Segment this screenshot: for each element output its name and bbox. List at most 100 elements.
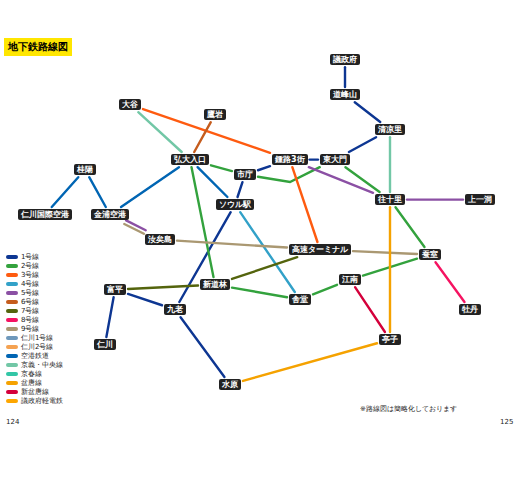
legend-row: 仁川2号線 bbox=[6, 342, 63, 351]
rail-line bbox=[128, 285, 198, 289]
rail-line bbox=[389, 207, 391, 332]
legend-swatch bbox=[6, 390, 18, 394]
station-name: 高速ターミナル bbox=[292, 245, 348, 254]
rail-line bbox=[179, 212, 230, 302]
legend-swatch bbox=[6, 399, 18, 403]
rail-line bbox=[313, 285, 337, 295]
station-name: 弘大入口 bbox=[174, 155, 206, 164]
legend-text: 3号線 bbox=[21, 270, 39, 280]
legend-row: 3号線 bbox=[6, 270, 63, 279]
legend-text: 新盆唐線 bbox=[21, 387, 49, 397]
rail-line bbox=[396, 207, 425, 247]
station-name: 大谷 bbox=[122, 100, 138, 109]
station-name: 新道林 bbox=[203, 280, 227, 289]
station-name: 富平 bbox=[107, 285, 123, 294]
rail-line bbox=[211, 165, 232, 171]
rail-line bbox=[292, 167, 317, 242]
legend-row: 新盆唐線 bbox=[6, 387, 63, 396]
legend-row: 仁川1号線 bbox=[6, 333, 63, 342]
station-name: 東大門 bbox=[323, 155, 347, 164]
rail-line bbox=[355, 287, 385, 332]
rail-line bbox=[243, 343, 377, 381]
station-box: 議政府 bbox=[330, 54, 360, 65]
rail-line bbox=[309, 167, 373, 193]
legend-swatch bbox=[6, 300, 18, 304]
station-name: 蚕室 bbox=[422, 250, 438, 259]
legend-swatch bbox=[6, 291, 18, 295]
rail-line bbox=[143, 109, 270, 153]
station-name: 江南 bbox=[342, 275, 358, 284]
station-name: ソウル駅 bbox=[219, 200, 251, 209]
legend-text: 2号線 bbox=[21, 261, 39, 271]
rail-line bbox=[198, 167, 228, 197]
station-box: 清凉里 bbox=[375, 124, 405, 135]
station-box: 鍾路3街 bbox=[272, 154, 308, 165]
station-name: 仁川 bbox=[97, 340, 113, 349]
legend-text: 京春線 bbox=[21, 369, 42, 379]
rail-line bbox=[436, 262, 465, 302]
legend-text: 9号線 bbox=[21, 324, 39, 334]
legend-text: 盆唐線 bbox=[21, 378, 42, 388]
legend-swatch bbox=[6, 372, 18, 376]
station-box: 仁川 bbox=[94, 339, 116, 350]
station-box: 桂陽 bbox=[74, 164, 96, 175]
legend-row: 空港鉄道 bbox=[6, 351, 63, 360]
station-box: 東大門 bbox=[320, 154, 350, 165]
station-box: 江南 bbox=[339, 274, 361, 285]
station-box: 舎堂 bbox=[289, 294, 311, 305]
legend-swatch bbox=[6, 327, 18, 331]
legend-row: 2号線 bbox=[6, 261, 63, 270]
legend-text: 8号線 bbox=[21, 315, 39, 325]
legend-swatch bbox=[6, 318, 18, 322]
legend-row: 4号線 bbox=[6, 279, 63, 288]
legend-row: 6号線 bbox=[6, 297, 63, 306]
rail-line bbox=[344, 67, 346, 87]
rail-line bbox=[349, 137, 376, 152]
station-name: 鍾路3街 bbox=[275, 155, 305, 164]
legend-text: 仁川2号線 bbox=[21, 342, 53, 352]
legend-text: 議政府軽電鉄 bbox=[21, 396, 63, 406]
legend-text: 1号線 bbox=[21, 252, 39, 262]
legend-swatch bbox=[6, 336, 18, 340]
station-name: 往十里 bbox=[378, 195, 402, 204]
legend-swatch bbox=[6, 309, 18, 313]
legend-swatch bbox=[6, 354, 18, 358]
legend-text: 仁川1号線 bbox=[21, 333, 53, 343]
station-box: 弘大入口 bbox=[171, 154, 209, 165]
legend-swatch bbox=[6, 381, 18, 385]
station-box: ソウル駅 bbox=[216, 199, 254, 210]
rail-line bbox=[124, 224, 144, 234]
station-name: 亭子 bbox=[382, 335, 398, 344]
legend-swatch bbox=[6, 273, 18, 277]
station-box: 道峰山 bbox=[330, 89, 360, 100]
station-name: 鷹岩 bbox=[207, 110, 223, 119]
legend-text: 京義・中央線 bbox=[21, 360, 63, 370]
rail-line bbox=[194, 122, 211, 152]
station-name: 道峰山 bbox=[333, 90, 357, 99]
station-name: 桂陽 bbox=[77, 165, 93, 174]
rail-line bbox=[238, 182, 243, 197]
rail-line bbox=[177, 241, 287, 248]
rail-line bbox=[192, 167, 214, 277]
rail-line bbox=[232, 288, 287, 298]
legend-row: 議政府軽電鉄 bbox=[6, 396, 63, 405]
legend-text: 7号線 bbox=[21, 306, 39, 316]
legend: 1号線2号線3号線4号線5号線6号線7号線8号線9号線仁川1号線仁川2号線空港鉄… bbox=[6, 252, 63, 405]
station-box: 亭子 bbox=[379, 334, 401, 345]
rail-line bbox=[128, 294, 162, 305]
legend-row: 9号線 bbox=[6, 324, 63, 333]
legend-row: 8号線 bbox=[6, 315, 63, 324]
legend-text: 空港鉄道 bbox=[21, 351, 49, 361]
station-box: 大谷 bbox=[119, 99, 141, 110]
station-name: 上一洞 bbox=[468, 195, 492, 204]
legend-row: 1号線 bbox=[6, 252, 63, 261]
station-name: 議政府 bbox=[333, 55, 357, 64]
station-name: 市庁 bbox=[237, 170, 253, 179]
station-name: 牡丹 bbox=[462, 305, 478, 314]
rail-line bbox=[181, 317, 225, 377]
rail-line bbox=[258, 167, 320, 182]
legend-text: 5号線 bbox=[21, 288, 39, 298]
station-name: 清凉里 bbox=[378, 125, 402, 134]
rail-line bbox=[353, 251, 417, 254]
